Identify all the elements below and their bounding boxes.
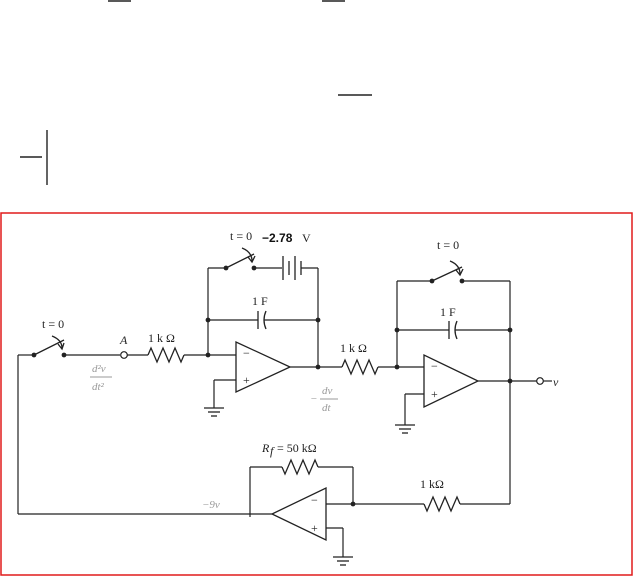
ground-symbol-1 (204, 407, 224, 417)
svg-text:−: − (431, 359, 438, 373)
summing-opamp (270, 486, 327, 542)
feedback-resistor (423, 495, 461, 513)
integrator-1-opamp (235, 340, 292, 394)
input-resistor-1-label: 1 k Ω (148, 331, 175, 345)
svg-text:−: − (310, 393, 317, 405)
integrator-2-capacitor-label: 1 F (440, 305, 456, 319)
battery-voltage-value: −2.78 (262, 231, 293, 245)
output-label: v (553, 375, 559, 389)
ground-symbol-3 (333, 556, 353, 566)
input-resistor-1 (147, 346, 185, 364)
svg-text:−: − (311, 493, 318, 507)
node-a-terminal (120, 351, 128, 359)
svg-text:R: R (261, 441, 270, 455)
ground-symbol-2 (395, 424, 415, 434)
input-resistor-2-label: 1 k Ω (340, 341, 367, 355)
integrator-1-switch: t = 0 (223, 229, 257, 271)
svg-text:−: − (243, 346, 250, 360)
svg-text:dt: dt (322, 402, 332, 414)
negative-9v-label: −9v (202, 499, 220, 511)
rf-resistor (281, 458, 319, 476)
svg-text:+: + (431, 387, 438, 401)
input-resistor-2 (341, 358, 379, 376)
svg-text:f: f (270, 444, 275, 458)
input-switch-label: t = 0 (42, 317, 64, 331)
svg-text:dv: dv (322, 385, 333, 397)
figure-frame (0, 212, 633, 576)
node-a-label: A (119, 333, 128, 347)
integrator-2-switch: t = 0 (429, 238, 465, 284)
svg-text:d²v: d²v (92, 363, 106, 375)
svg-text:+: + (243, 373, 250, 387)
svg-text:= 50 kΩ: = 50 kΩ (277, 441, 317, 455)
circuit-diagram: t = 0 A d²v dt² 1 k Ω t = 0 (0, 212, 633, 576)
integrator-2-switch-label: t = 0 (437, 238, 459, 252)
rf-resistor-label: R f = 50 kΩ (261, 441, 317, 458)
svg-text:+: + (311, 521, 318, 535)
input-switch: t = 0 (18, 317, 120, 358)
integrator-1-switch-label: t = 0 (230, 229, 252, 243)
output-terminal (536, 377, 544, 385)
first-derivative-label: − dv dt (310, 385, 338, 414)
integrator-1-capacitor-label: 1 F (252, 294, 268, 308)
svg-text:dt²: dt² (92, 381, 105, 393)
integrator-2-opamp (423, 353, 480, 409)
battery-voltage-unit: V (302, 231, 311, 245)
equation-fragments (20, 0, 372, 185)
initial-condition-battery (282, 256, 302, 280)
feedback-resistor-label: 1 kΩ (420, 477, 444, 491)
second-derivative-label: d²v dt² (90, 363, 112, 393)
